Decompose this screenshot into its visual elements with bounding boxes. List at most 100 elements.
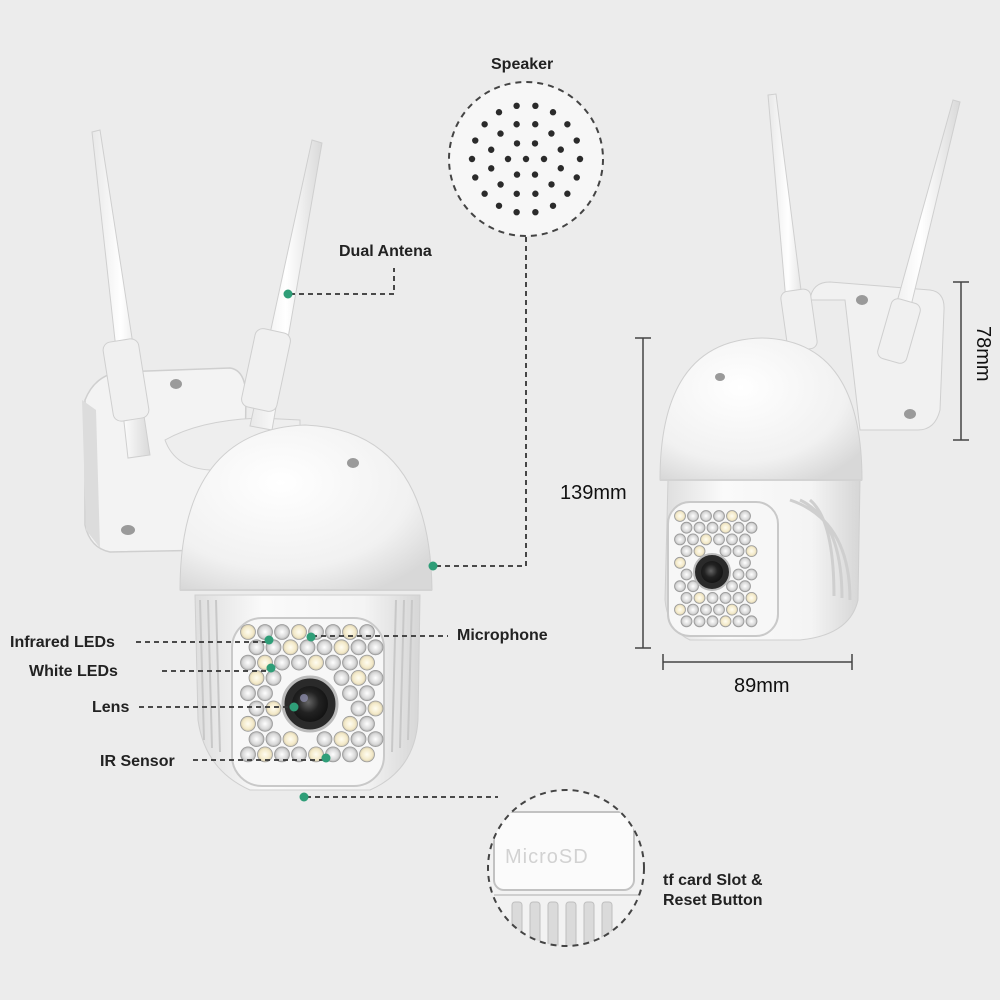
led xyxy=(274,746,290,763)
speaker-hole xyxy=(495,202,503,209)
led xyxy=(674,510,686,522)
led xyxy=(265,670,282,686)
led xyxy=(342,654,358,671)
speaker-hole xyxy=(576,155,584,163)
led xyxy=(745,545,758,557)
led xyxy=(745,568,758,581)
led xyxy=(687,603,699,616)
label-microphone: Microphone xyxy=(457,627,548,644)
led xyxy=(687,533,699,546)
speaker-hole xyxy=(564,121,571,128)
speaker-hole xyxy=(488,165,495,172)
led xyxy=(350,700,367,717)
led xyxy=(713,510,725,522)
led xyxy=(745,521,758,534)
led xyxy=(248,670,265,686)
speaker-hole xyxy=(472,174,479,181)
led xyxy=(265,731,282,747)
dimension-lines xyxy=(635,281,969,670)
led xyxy=(240,746,256,763)
led xyxy=(680,592,693,604)
speaker-hole xyxy=(468,155,476,163)
speaker-hole xyxy=(549,109,557,116)
speaker-hole xyxy=(557,146,564,153)
led xyxy=(359,746,375,763)
side-camera xyxy=(659,93,961,641)
led xyxy=(739,580,751,593)
led xyxy=(687,580,699,593)
led xyxy=(333,639,350,656)
led xyxy=(274,654,290,671)
tf-card-detail xyxy=(487,789,645,947)
left-antenna xyxy=(91,129,151,459)
led xyxy=(291,746,307,763)
led xyxy=(719,592,732,604)
led xyxy=(257,746,273,763)
led xyxy=(732,615,745,628)
led xyxy=(700,533,712,546)
led xyxy=(726,580,738,593)
speaker-hole xyxy=(531,171,539,178)
led xyxy=(240,624,256,640)
led xyxy=(316,731,333,747)
led xyxy=(282,639,299,656)
led xyxy=(299,639,316,656)
led xyxy=(359,654,375,671)
led xyxy=(726,510,738,522)
led xyxy=(745,615,758,628)
led xyxy=(240,654,256,671)
led xyxy=(739,603,751,616)
speaker-hole xyxy=(564,190,571,197)
led xyxy=(265,700,282,717)
led xyxy=(739,556,751,569)
led xyxy=(726,533,738,546)
speaker-hole xyxy=(540,155,548,163)
dimension-width: 89mm xyxy=(734,675,790,697)
led xyxy=(282,731,299,747)
speaker-hole xyxy=(504,155,512,163)
led xyxy=(700,603,712,616)
led xyxy=(719,521,732,534)
led xyxy=(240,715,256,732)
led xyxy=(706,615,719,628)
speaker-hole xyxy=(532,208,539,216)
speaker-hole xyxy=(573,137,580,144)
led xyxy=(291,654,307,671)
label-tf-card-line2: Reset Button xyxy=(663,892,763,909)
speaker-hole xyxy=(549,202,557,209)
led xyxy=(316,639,333,656)
speaker-hole xyxy=(513,171,521,178)
led xyxy=(325,624,341,640)
led xyxy=(308,654,324,671)
led xyxy=(248,700,265,717)
microsd-embossed-text: MicroSD xyxy=(505,846,589,868)
label-ir-sensor: IR Sensor xyxy=(100,753,175,770)
led xyxy=(674,603,686,616)
label-tf-card-line1: tf card Slot & xyxy=(663,872,763,889)
speaker-hole xyxy=(513,140,521,147)
speaker-hole xyxy=(481,121,488,128)
led xyxy=(359,624,375,640)
label-lens: Lens xyxy=(92,699,130,716)
led xyxy=(693,592,706,604)
led xyxy=(342,685,358,702)
led xyxy=(333,731,350,747)
callout-lines xyxy=(136,237,527,798)
led xyxy=(680,521,693,534)
led xyxy=(706,521,719,534)
label-white-leds: White LEDs xyxy=(29,663,118,680)
led xyxy=(687,510,699,522)
speaker-hole xyxy=(532,102,539,110)
led xyxy=(693,615,706,628)
led xyxy=(367,639,384,656)
led xyxy=(739,510,751,522)
led xyxy=(248,639,265,656)
speaker-hole xyxy=(513,102,520,110)
led xyxy=(713,603,725,616)
led xyxy=(700,510,712,522)
speaker-hole xyxy=(497,130,504,137)
led xyxy=(732,592,745,604)
led xyxy=(680,615,693,628)
speaker-hole xyxy=(532,121,539,128)
